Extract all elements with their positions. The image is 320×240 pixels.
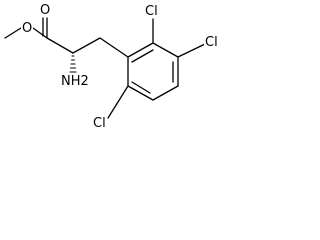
chlorine-right-label: Cl [204, 35, 219, 50]
molecule-diagram: O O NH2 Cl Cl Cl [0, 0, 261, 136]
bond-methyl-ester-oxygen [4, 27, 22, 39]
ester-oxygen-label: O [21, 21, 34, 36]
stereo-hash-wedge [69, 55, 77, 73]
chlorine-top-label: Cl [144, 4, 159, 19]
chlorine-bottom-label: Cl [92, 116, 107, 131]
bond-carbonyl-alpha [46, 37, 74, 54]
bond-ester-oxygen-carbonyl [32, 27, 48, 39]
bond-ring-chlorine-right [177, 43, 206, 58]
bond-ring-chlorine-bottom [107, 85, 129, 119]
amine-label: NH2 [60, 74, 90, 89]
bond-alpha-methylene [72, 37, 101, 54]
bond-drawing [4, 17, 206, 119]
carbonyl-oxygen-label: O [39, 3, 52, 18]
bond-methylene-ring [99, 37, 129, 58]
benzene-ring [127, 42, 179, 101]
